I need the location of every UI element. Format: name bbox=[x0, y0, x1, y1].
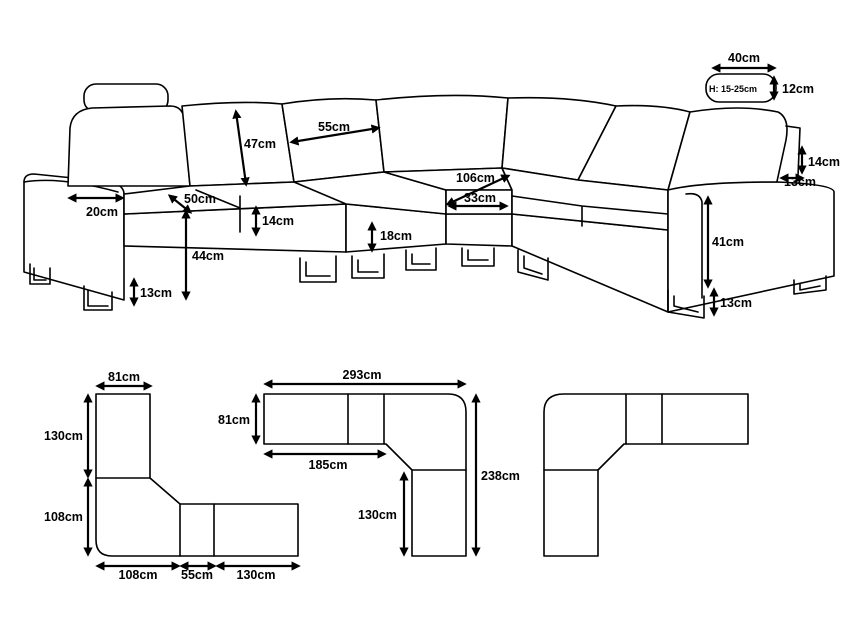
label-headrest-height: H: 15-25cm bbox=[709, 84, 757, 94]
left-armrest bbox=[23, 173, 125, 301]
plan-right-outline bbox=[543, 393, 749, 557]
label-arm-width: 20cm bbox=[86, 205, 118, 219]
plan-left-bottom-c: 130cm bbox=[237, 568, 276, 582]
sofa-illustration bbox=[23, 73, 835, 319]
label-corner-depth: 106cm bbox=[456, 171, 495, 185]
plan-middle-total-width: 293cm bbox=[343, 368, 382, 382]
back-cushion bbox=[667, 107, 788, 191]
plan-left-bottom-a: 108cm bbox=[119, 568, 158, 582]
label-arm-offset-right: 13cm bbox=[784, 175, 816, 189]
plan-left-outline bbox=[95, 393, 299, 557]
label-base-height: 18cm bbox=[380, 229, 412, 243]
label-headrest-width: 40cm bbox=[728, 51, 760, 65]
plan-left-top-width: 81cm bbox=[108, 370, 140, 384]
back-cushion bbox=[375, 94, 509, 173]
plan-middle-depth: 81cm bbox=[218, 413, 250, 427]
seat-base bbox=[445, 213, 513, 247]
plan-left: 81cm 130cm 108cm 108cm 55cm 130cm bbox=[44, 370, 301, 582]
label-leg-height-right: 13cm bbox=[720, 296, 752, 310]
plan-left-upper-height: 130cm bbox=[44, 429, 83, 443]
plan-middle: 293cm 81cm 185cm 238cm 130cm bbox=[218, 368, 520, 557]
plan-left-lower-height: 108cm bbox=[44, 510, 83, 524]
plan-middle-lower-height: 130cm bbox=[358, 508, 397, 522]
plan-middle-outline bbox=[263, 393, 467, 557]
label-cushion-thickness: 14cm bbox=[262, 214, 294, 228]
sofa-dimension-arrows bbox=[67, 63, 807, 317]
label-leg-height-left: 13cm bbox=[140, 286, 172, 300]
leg bbox=[517, 249, 549, 281]
leg bbox=[351, 253, 385, 279]
label-arm-cushion-right: 14cm bbox=[808, 155, 840, 169]
leg bbox=[461, 247, 495, 267]
label-seat-width: 55cm bbox=[318, 120, 350, 134]
seat-base bbox=[511, 213, 669, 313]
label-seat-height: 44cm bbox=[192, 249, 224, 263]
leg bbox=[83, 285, 113, 311]
leg bbox=[405, 247, 437, 271]
label-corner-seat-width: 33cm bbox=[464, 191, 496, 205]
plan-middle-partial-width: 185cm bbox=[309, 458, 348, 472]
leg bbox=[29, 263, 51, 285]
leg bbox=[299, 255, 337, 283]
label-seat-depth: 50cm bbox=[184, 192, 216, 206]
back-cushion bbox=[181, 101, 295, 187]
plan-left-bottom-b: 55cm bbox=[181, 568, 213, 582]
label-back-height: 47cm bbox=[244, 137, 276, 151]
plan-middle-total-height: 238cm bbox=[481, 469, 520, 483]
label-headrest-depth: 12cm bbox=[782, 82, 814, 96]
sofa-dimension-labels: 40cm 12cm H: 15-25cm 47cm 55cm 106cm 33c… bbox=[86, 51, 840, 310]
back-cushion bbox=[67, 105, 191, 187]
label-arm-height: 41cm bbox=[712, 235, 744, 249]
leg bbox=[793, 275, 827, 295]
plan-right bbox=[543, 393, 749, 557]
leg bbox=[667, 289, 705, 319]
